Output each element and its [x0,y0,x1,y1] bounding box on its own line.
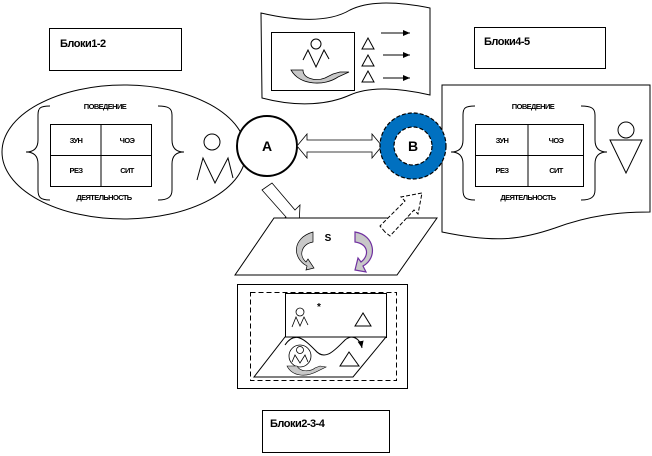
triangle-icon [354,312,372,327]
right-panel: ПОВЕДЕНИЕ ДЕЯТЕЛЬНОСТЬ ЗУН ЧОЭ РЕЗ СИТ [441,84,651,240]
right-cell-sit: СИТ [549,166,564,175]
label-blocks-2-3-4: Блоки2-3-4 [270,418,326,430]
left-cell-rez: РЕЗ [70,166,84,175]
gray-curved-arrow-icon [296,231,315,271]
person-icon [196,133,234,185]
s-plane: S [234,217,438,276]
curved-arrow-icon [290,69,350,84]
right-activity-label: ДЕЯТЕЛЬНОСТЬ [500,193,556,202]
left-behavior-label: ПОВЕДЕНИЕ [84,102,127,111]
left-activity-label: ДЕЯТЕЛЬНОСТЬ [76,193,132,202]
left-brace [25,105,51,201]
dashed-inner-frame [250,292,397,381]
dashed-arrow-plane-to-b [379,192,423,237]
star-marker: * [317,302,321,313]
person-icon [609,121,643,175]
left-cell-zun: ЗУН [70,136,83,145]
top-banner [260,2,431,105]
left-cell-sit: СИТ [120,166,135,175]
purple-curved-arrow-icon [354,231,373,273]
label-box-blocks-4-5: Блоки4-5 [474,27,606,69]
label-blocks-1-2: Блоки1-2 [60,38,106,50]
right-cell-zun: ЗУН [496,136,509,145]
node-a: A [236,115,298,177]
triangle-icon [339,351,360,367]
right-cell-rez: РЕЗ [496,166,510,175]
node-a-label: A [262,138,272,154]
left-brace [450,105,476,201]
left-ellipse-group: ПОВЕДЕНИЕ ДЕЯТЕЛЬНОСТЬ ЗУН ЧОЭ РЕЗ СИТ [1,84,247,220]
wavy-arrow-icon [284,336,364,356]
node-b-label: B [408,138,418,154]
node-s-label: S [325,233,332,244]
label-box-blocks-1-2: Блоки1-2 [49,28,182,71]
triangle-icons [361,36,375,83]
person-in-circle-icon [288,344,312,368]
label-blocks-4-5: Блоки4-5 [484,36,530,48]
bottom-frame: * [237,284,408,389]
right-behavior-label: ПОВЕДЕНИЕ [512,102,555,111]
node-b: B [379,112,447,180]
curved-arrow-icon [286,365,327,376]
left-cell-choe: ЧОЭ [120,136,136,145]
person-icon [302,38,330,69]
label-box-blocks-2-3-4: Блоки2-3-4 [262,410,390,453]
right-brace [580,105,608,201]
right-brace [157,105,185,201]
right-cell-choe: ЧОЭ [549,136,565,145]
person-icon [291,307,309,328]
double-arrow-a-b [296,132,383,160]
arrow-icons [381,30,410,81]
